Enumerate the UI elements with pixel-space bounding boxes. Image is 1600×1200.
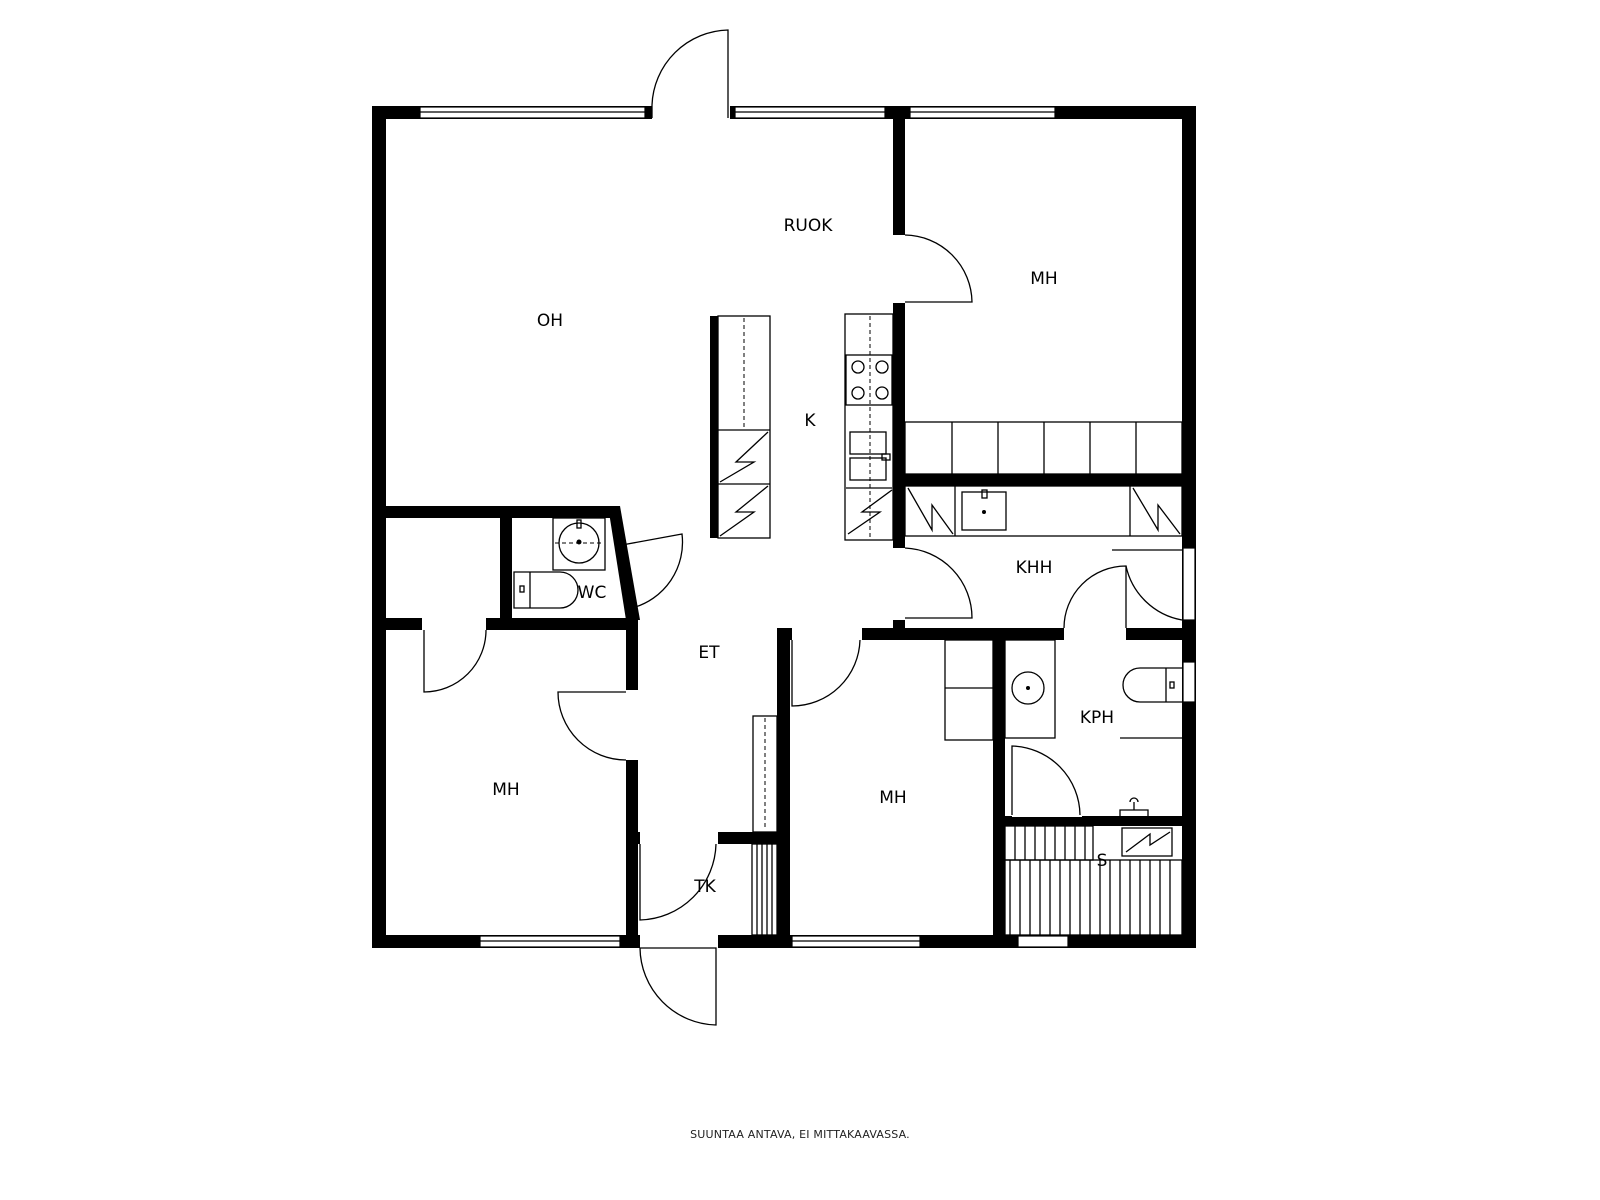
shoe-rack bbox=[751, 843, 778, 936]
dishwasher-icon bbox=[719, 431, 769, 483]
door-swing bbox=[1063, 565, 1127, 629]
wall-et-right bbox=[777, 628, 790, 948]
door-opening bbox=[652, 105, 730, 120]
door-swing bbox=[904, 547, 973, 619]
room-label-wc: WC bbox=[578, 583, 607, 603]
sink-icon bbox=[849, 431, 887, 455]
room-label-k: K bbox=[804, 411, 816, 431]
bathroom-fixtures bbox=[1004, 639, 1182, 816]
sink-icon bbox=[1004, 639, 1056, 739]
room-labels: OH RUOK K MH WC ET KHH MH MH KPH TK S bbox=[492, 216, 1114, 897]
wall-storage-wc bbox=[500, 518, 512, 620]
sauna-fixtures bbox=[1004, 825, 1183, 936]
room-label-et: ET bbox=[698, 643, 720, 663]
door-swing bbox=[557, 691, 627, 761]
toilet-icon bbox=[1122, 667, 1182, 703]
kitchen-counter bbox=[844, 313, 894, 541]
wc-fixtures bbox=[513, 517, 606, 609]
room-label-mh-top-right: MH bbox=[1030, 269, 1057, 289]
room-label-s: S bbox=[1097, 851, 1108, 871]
wall-sauna-top bbox=[1005, 816, 1182, 826]
door-swing bbox=[639, 843, 717, 921]
stove-icon bbox=[845, 354, 893, 406]
door-swing bbox=[423, 629, 487, 693]
sauna-stove-icon bbox=[1121, 827, 1173, 857]
outer-wall-right bbox=[1182, 106, 1196, 948]
room-label-mh-middle: MH bbox=[879, 788, 906, 808]
door-swing bbox=[639, 947, 717, 1026]
utility-room-fixtures bbox=[904, 485, 1183, 537]
wardrobes bbox=[751, 421, 1183, 936]
room-label-kph: KPH bbox=[1080, 708, 1114, 728]
room-label-tk: TK bbox=[693, 877, 716, 897]
window bbox=[1017, 935, 1069, 948]
room-label-oh: OH bbox=[537, 311, 563, 331]
toilet-icon bbox=[513, 571, 579, 609]
sink-icon bbox=[961, 491, 1007, 531]
wall-et-left bbox=[626, 620, 638, 948]
sink-icon bbox=[552, 517, 606, 571]
room-label-ruok: RUOK bbox=[784, 216, 834, 236]
wall-mh-closet bbox=[905, 474, 1182, 486]
doors bbox=[422, 29, 1183, 1026]
wall-mh-kph bbox=[993, 632, 1005, 948]
room-label-mh-left: MH bbox=[492, 780, 519, 800]
wall-oh-storage bbox=[386, 506, 612, 518]
windows bbox=[419, 106, 1196, 948]
window bbox=[1182, 661, 1196, 703]
door-swing bbox=[621, 533, 684, 609]
door-swing bbox=[651, 29, 729, 118]
window bbox=[1182, 547, 1196, 621]
door-swing bbox=[1112, 549, 1183, 621]
disclaimer-note: SUUNTAA ANTAVA, EI MITTAKAAVASSA. bbox=[690, 1128, 910, 1141]
room-label-khh: KHH bbox=[1016, 558, 1053, 578]
door-swing bbox=[791, 639, 861, 707]
door-swing bbox=[904, 234, 973, 303]
door-swing bbox=[1011, 745, 1081, 816]
outer-wall-left bbox=[372, 106, 386, 948]
wall-wc-angled bbox=[608, 506, 640, 620]
kitchen-island bbox=[710, 315, 771, 539]
